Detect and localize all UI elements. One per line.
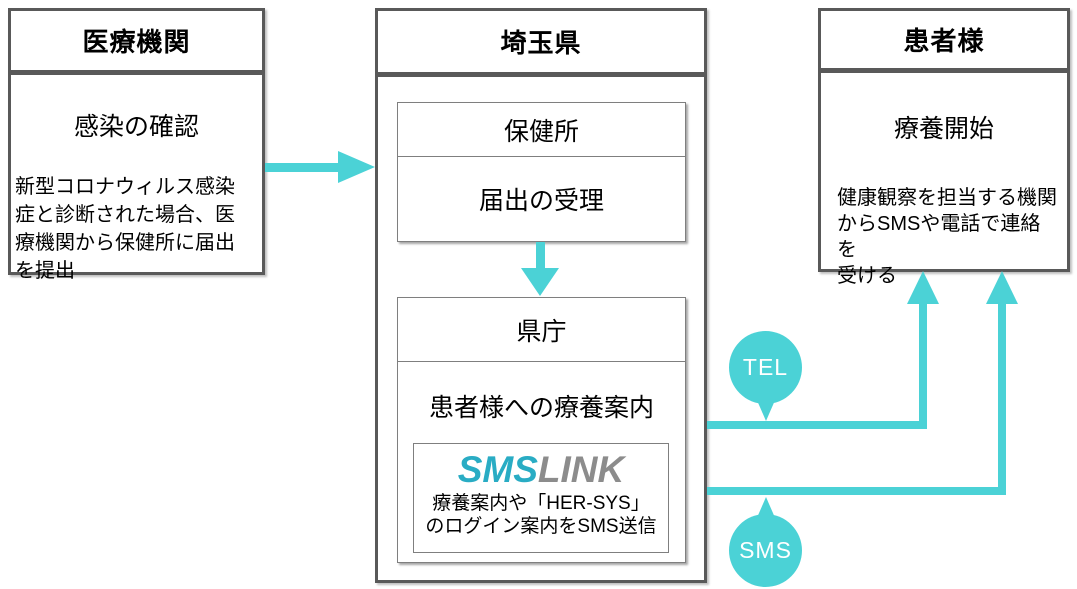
patient-title: 患者様 xyxy=(821,11,1067,73)
infection-check-label: 感染の確認 xyxy=(73,113,199,141)
health-center-to-office-arrow-icon xyxy=(521,268,559,296)
health-center-title: 保健所 xyxy=(398,103,685,157)
tel-route-vertical-shaft xyxy=(919,303,927,429)
medical-to-saitama-arrow-icon xyxy=(338,151,375,183)
sms-badge-tail-icon xyxy=(756,497,776,520)
smslink-logo-sms-part: SMS xyxy=(457,449,538,490)
patient-guidance-label: 患者様への療養案内 xyxy=(428,394,654,422)
tel-badge: TEL xyxy=(729,331,802,404)
prefecture-office-title: 県庁 xyxy=(398,298,685,362)
sms-route-vertical-shaft xyxy=(998,303,1006,495)
smslink-description: 療養案内や「HER-SYS」 のログイン案内をSMS送信 xyxy=(425,493,657,537)
tel-badge-tail-icon xyxy=(756,398,776,421)
medical-institution-title: 医療機関 xyxy=(11,11,262,75)
medical-institution-box: 医療機関 感染の確認 新型コロナウィルス感染 症と診断された場合、医 療機関から… xyxy=(8,8,265,282)
health-center-box: 保健所 届出の受理 xyxy=(397,102,686,242)
recuperation-start-label: 療養開始 xyxy=(893,115,994,143)
patient-box: 患者様 療養開始 健康観察を担当する機関 からSMSや電話で連絡を 受ける xyxy=(818,8,1070,287)
medical-to-saitama-arrow-shaft xyxy=(265,163,341,172)
medical-institution-description: 新型コロナウィルス感染 症と診断された場合、医 療機関から保健所に届出 を提出 xyxy=(15,176,235,282)
sms-route-arrow-icon xyxy=(986,271,1018,304)
saitama-prefecture-title: 埼玉県 xyxy=(378,11,704,77)
smslink-logo: SMSLINK xyxy=(458,448,625,492)
smslink-logo-link-part: LINK xyxy=(537,449,625,490)
patient-description: 健康観察を担当する機関 からSMSや電話で連絡を 受ける xyxy=(837,187,1057,287)
health-center-to-office-arrow-shaft xyxy=(536,242,545,269)
smslink-box: SMSLINK 療養案内や「HER-SYS」 のログイン案内をSMS送信 xyxy=(413,443,669,553)
sms-badge: SMS xyxy=(729,514,802,587)
sms-route-horizontal-shaft xyxy=(707,487,1002,495)
tel-route-horizontal-shaft xyxy=(707,421,920,429)
notification-acceptance-label: 届出の受理 xyxy=(478,187,604,215)
tel-route-arrow-icon xyxy=(907,271,939,304)
